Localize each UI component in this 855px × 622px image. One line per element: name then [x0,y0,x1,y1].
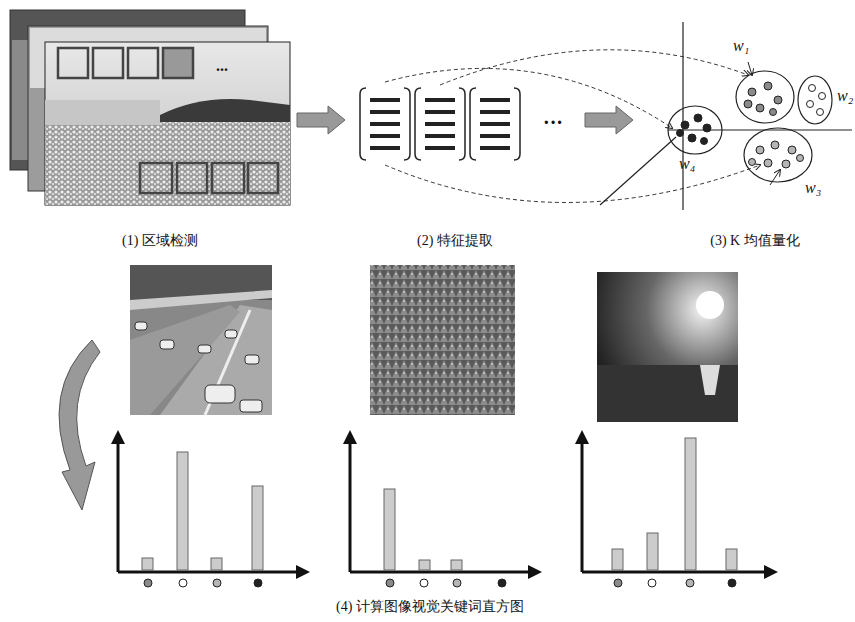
cluster-outline [735,70,795,124]
stage-caption: (2) 特征提取 [417,232,493,250]
ellipsis-mark: ... [216,57,228,75]
stage-caption: (4) 计算图像视觉关键词直方图 [336,598,524,616]
cluster-label: w₃ [805,179,821,197]
cluster-outline [743,127,813,183]
stage-caption: (3) K 均值量化 [710,232,799,250]
cluster-ellipse: w₄ [667,105,723,155]
cluster-label: w₁ [733,37,749,55]
cluster-ellipse: w₃ [743,127,813,183]
cluster-ellipse: w₁ [735,70,795,124]
cluster-outline [797,75,833,125]
stage-caption: (1) 区域检测 [122,232,198,250]
cluster-label: w₂ [837,87,853,105]
cluster-ellipse: w₂ [797,75,833,125]
ellipsis-mark: ··· [543,111,563,134]
cluster-label: w₄ [679,155,695,173]
cluster-outline [667,105,723,155]
